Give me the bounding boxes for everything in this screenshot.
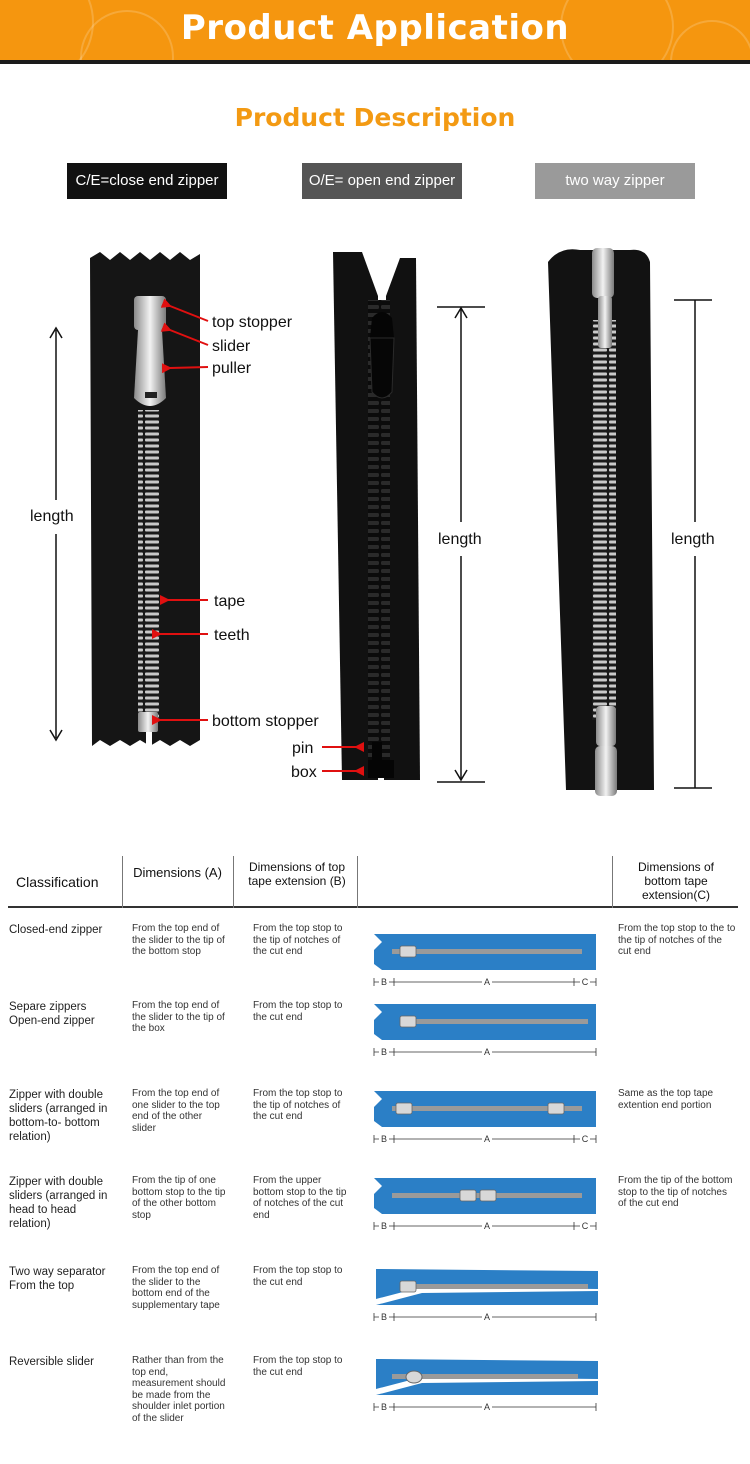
- measure-label: B: [381, 1402, 387, 1412]
- measure-label: B: [381, 1047, 387, 1057]
- measure-label: A: [484, 1047, 490, 1057]
- measure-label: B: [381, 977, 387, 987]
- banner-title: Product Application: [180, 8, 570, 48]
- label-tape: tape: [214, 593, 245, 610]
- zipper-slider: [479, 1189, 497, 1202]
- decor-swirl: [560, 0, 674, 60]
- zipper-teeth: [402, 1284, 588, 1289]
- measure-label: A: [484, 1402, 490, 1412]
- measure-label: B: [381, 1312, 387, 1322]
- label-length-two-way: length: [671, 531, 715, 548]
- label-teeth: teeth: [214, 627, 250, 644]
- zipper-slider: [405, 1370, 423, 1384]
- header-banner: Product Application: [0, 0, 750, 64]
- header-divider: [8, 906, 738, 908]
- measure-label: C: [582, 1221, 589, 1231]
- col-divider: [233, 856, 234, 908]
- row-dimension-b: From the top stop to the cut end: [253, 1265, 343, 1288]
- zipper-slider: [399, 945, 417, 958]
- col-divider: [612, 856, 613, 908]
- tag-two-way: two way zipper: [535, 163, 695, 199]
- zipper-teeth: [392, 1106, 582, 1111]
- header-dimensions-c: Dimensions of bottom tape extension(C): [637, 860, 715, 902]
- zipper-tape: [376, 1291, 598, 1305]
- label-length-closed: length: [30, 508, 74, 525]
- measure-label: A: [484, 977, 490, 987]
- row-dimension-a: From the top end of the slider to the ti…: [132, 923, 225, 957]
- row-dimension-a: From the top end of the slider to the ti…: [132, 1000, 225, 1034]
- red-pointer-arrows: [152, 298, 364, 776]
- label-slider: slider: [212, 338, 251, 355]
- row-classification: Two way separator From the top: [9, 1266, 106, 1292]
- zipper-figures: top stopper slider puller length tape te…: [30, 248, 715, 796]
- zipper-slider: [547, 1102, 565, 1115]
- row-dimension-b: From the top stop to the cut end: [253, 1000, 343, 1023]
- row-classification: Zipper with double sliders (arranged in …: [9, 1176, 108, 1230]
- label-bottom-stopper: bottom stopper: [212, 713, 319, 730]
- row-dimension-b: From the top stop to the tip of notches …: [253, 923, 343, 957]
- row-classification: Closed-end zipper: [9, 924, 103, 936]
- two-way-zipper-image: [548, 248, 654, 796]
- row-dimension-b: From the top stop to the tip of notches …: [253, 1088, 343, 1122]
- label-pin: pin: [292, 740, 313, 757]
- measure-label: B: [381, 1221, 387, 1231]
- tag-open-end: O/E= open end zipper: [302, 163, 462, 199]
- measure-label: B: [381, 1134, 387, 1144]
- col-divider: [357, 856, 358, 908]
- measure-label: C: [582, 977, 589, 987]
- row-dimension-a: From the top end of one slider to the to…: [132, 1088, 220, 1134]
- row-dimension-a: From the top end of the slider to the bo…: [132, 1265, 220, 1311]
- closed-end-zipper-image: [90, 252, 200, 748]
- zipper-slider: [395, 1102, 413, 1115]
- zipper-slider: [399, 1280, 417, 1293]
- label-box: box: [291, 764, 317, 781]
- section-title: Product Description: [234, 103, 516, 132]
- measure-label: C: [582, 1134, 589, 1144]
- zipper-slider: [399, 1015, 417, 1028]
- label-puller: puller: [212, 360, 252, 377]
- measure-label: A: [484, 1312, 490, 1322]
- label-length-open: length: [438, 531, 482, 548]
- zipper-teeth: [392, 949, 582, 954]
- row-dimension-b: From the top stop to the cut end: [253, 1355, 343, 1378]
- zipper-teeth: [392, 1374, 578, 1379]
- header-classification: Classification: [16, 874, 99, 890]
- length-indicators: [49, 299, 712, 789]
- row-dimension-b: From the upper bottom stop to the tip of…: [253, 1175, 347, 1221]
- row-classification: Zipper with double sliders (arranged in …: [9, 1089, 108, 1143]
- col-divider: [122, 856, 123, 908]
- row-dimension-c: Same as the top tape extention end porti…: [618, 1088, 714, 1111]
- row-classification: Reversible slider: [9, 1356, 95, 1368]
- row-dimension-c: From the top stop to the to the tip of n…: [618, 923, 736, 957]
- header-dimensions-a: Dimensions (A): [133, 865, 222, 880]
- tag-close-end: C/E=close end zipper: [67, 163, 227, 199]
- measure-label: A: [484, 1221, 490, 1231]
- row-classification: Separe zippers Open-end zipper: [9, 1001, 95, 1027]
- measure-label: A: [484, 1134, 490, 1144]
- zipper-tape: [376, 1381, 598, 1395]
- zipper-teeth: [402, 1019, 588, 1024]
- zipper-slider: [459, 1189, 477, 1202]
- open-end-zipper-image: [333, 252, 420, 780]
- label-top-stopper: top stopper: [212, 314, 293, 331]
- header-dimensions-b: Dimensions of top tape extension (B): [248, 860, 346, 888]
- row-dimension-a: From the tip of one bottom stop to the t…: [132, 1175, 226, 1221]
- row-dimension-a: Rather than from the top end, measuremen…: [132, 1355, 226, 1424]
- row-dimension-c: From the tip of the bottom stop to the t…: [618, 1175, 733, 1209]
